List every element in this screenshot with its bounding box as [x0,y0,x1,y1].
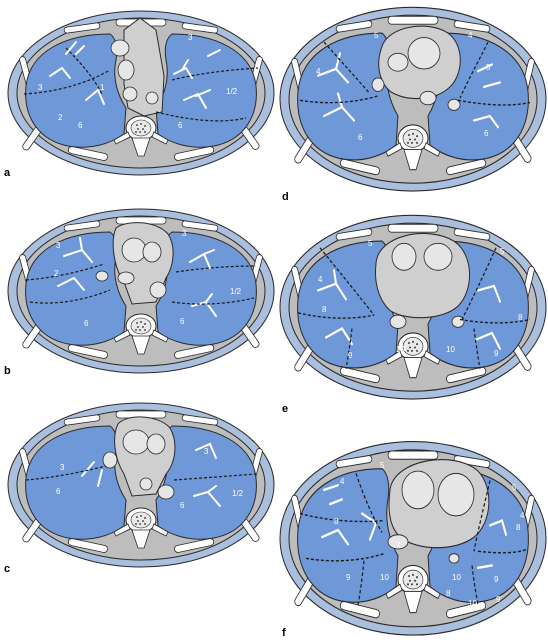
segment-label-c-2: 6 [56,487,61,496]
panel-letter-e: e [282,403,288,415]
segment-label-a-5: 6 [78,121,83,130]
bronchi-e [317,269,501,350]
panel-f [279,440,547,636]
mediastinum-e [375,233,470,319]
panel-e [279,214,547,400]
segment-label-b-4: 6 [84,319,89,328]
segment-label-f-7: 10 [380,573,389,582]
segment-label-e-2: 4 [318,275,323,284]
segment-label-a-0: 3 [38,83,43,92]
bronchi-c [81,442,221,507]
segment-label-f-11: 8 [446,589,451,598]
segment-label-b-5: 6 [180,317,185,326]
vessels-d [371,37,461,111]
segment-label-e-1: 5 [500,247,505,256]
segment-label-e-3: 8 [322,305,327,314]
segment-label-a-6: 6 [178,121,183,130]
segment-label-d-3: 5 [486,63,491,72]
segment-label-e-0: 5 [368,239,373,248]
segment-label-e-8: 9 [494,349,499,358]
segment-label-f-13: 9 [496,595,501,604]
segment-label-c-3: 1/2 [232,489,244,498]
segment-label-d-2: 4 [468,31,473,40]
fissures-c [25,465,257,481]
fissures-e [297,247,531,369]
segment-label-f-0: 4 [340,477,345,486]
vessels-c [102,429,175,500]
segment-label-f-10: 8 [516,523,521,532]
segment-label-b-1: 3 [182,229,187,238]
vessels-e [389,242,465,329]
segment-label-d-0: 5 [374,31,379,40]
segment-label-f-3: 4 [520,511,525,520]
segment-label-f-2: 5 [512,483,517,492]
fissures-a [23,47,259,122]
panel-d [279,6,547,192]
panel-letter-f: f [282,627,286,639]
segment-label-d-1: 4 [316,67,321,76]
panel-letter-b: b [4,365,11,377]
panel-letter-d: d [282,191,289,203]
segment-label-f-12: 10 [468,599,477,608]
bronchi-f [321,484,507,569]
segment-label-f-9: 9 [494,575,499,584]
bronchi-a [49,41,221,109]
segment-label-b-2: 2 [54,269,59,278]
bronchi-d [317,52,501,129]
segment-label-b-0: 3 [56,241,61,250]
fissures-d [299,41,531,106]
segment-label-d-5: 6 [484,129,489,138]
segment-label-f-6: 9 [346,573,351,582]
vessels-b [95,237,167,299]
panel-b [7,208,275,374]
mediastinum-f [388,459,490,549]
segment-label-b-3: 1/2 [230,287,242,296]
bronchi-b [57,237,217,317]
segment-label-a-2: 1 [100,83,105,92]
panel-a [7,10,275,176]
segment-label-f-8: 10 [452,573,461,582]
segment-label-f-1: 5 [380,461,385,470]
segment-label-d-4: 6 [358,133,363,142]
segment-label-a-1: 3 [188,33,193,42]
segment-label-c-4: 6 [180,501,185,510]
segment-label-f-5: 7 [396,541,401,550]
fissures-f [299,473,529,606]
segment-label-c-1: 3 [204,447,209,456]
segment-label-e-5: 9 [348,351,353,360]
panel-letter-c: c [4,563,10,575]
vessels-f [387,470,475,564]
panel-c [7,402,275,568]
panel-letter-a: a [4,167,11,179]
fissures-b [25,263,257,305]
segment-label-f-4: 8 [334,517,339,526]
segment-label-e-4: 8 [518,313,523,322]
vessels-a [110,39,159,105]
segment-label-c-0: 3 [60,463,65,472]
segment-label-e-7: 10 [446,345,455,354]
segment-label-e-6: 10 [396,345,405,354]
segment-label-a-3: 2 [58,113,63,122]
segment-label-a-4: 1/2 [226,87,238,96]
